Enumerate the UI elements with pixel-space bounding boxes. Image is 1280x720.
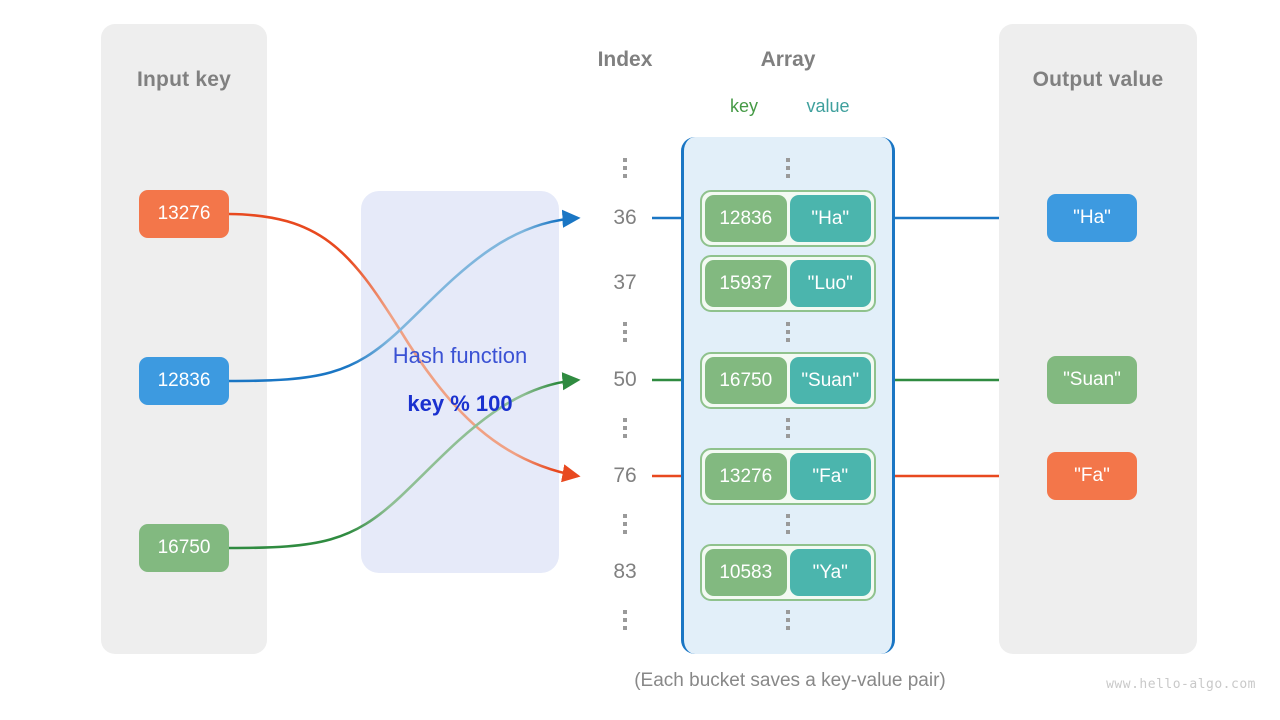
input-key-label: 12836: [157, 370, 211, 391]
bucket-key-cell: 12836: [705, 195, 787, 242]
output-value-pill-ha[interactable]: "Ha": [1047, 194, 1137, 242]
bucket-value-cell: "Ya": [789, 549, 871, 596]
output-value-pill-suan[interactable]: "Suan": [1047, 356, 1137, 404]
array-bucket-37[interactable]: 15937 "Luo": [700, 255, 876, 312]
hash-function-formula: key % 100: [407, 391, 513, 416]
index-ellipsis-top: [620, 158, 630, 178]
input-key-pill-16750[interactable]: 16750: [139, 524, 229, 572]
index-ellipsis-2: [620, 322, 630, 342]
input-panel-title: Input key: [137, 68, 231, 91]
index-label-76: 76: [613, 464, 637, 487]
index-label-37: 37: [613, 271, 637, 294]
bucket-key-cell: 10583: [705, 549, 787, 596]
index-ellipsis-3: [620, 418, 630, 438]
bucket-key-cell: 15937: [705, 260, 787, 307]
output-value-pill-fa[interactable]: "Fa": [1047, 452, 1137, 500]
index-label-83: 83: [613, 560, 637, 583]
array-bucket-50[interactable]: 16750 "Suan": [700, 352, 876, 409]
diagram-caption: (Each bucket saves a key-value pair): [634, 670, 946, 691]
hash-function-box: [361, 191, 559, 573]
index-label-50: 50: [613, 368, 637, 391]
input-key-pill-12836[interactable]: 12836: [139, 357, 229, 405]
bucket-value-cell: "Fa": [789, 453, 871, 500]
array-value-header: value: [806, 96, 850, 116]
bucket-key-cell: 16750: [705, 357, 787, 404]
array-ellipsis-4: [783, 514, 793, 534]
bucket-value-cell: "Luo": [789, 260, 871, 307]
array-key-header: key: [729, 96, 758, 116]
hash-function-label: Hash function: [392, 343, 528, 368]
array-ellipsis-top: [783, 158, 793, 178]
array-ellipsis-2: [783, 322, 793, 342]
bucket-key-cell: 13276: [705, 453, 787, 500]
bucket-value-cell: "Suan": [789, 357, 871, 404]
output-panel-title: Output value: [1032, 68, 1164, 91]
index-label-36: 36: [613, 206, 637, 229]
input-key-label: 16750: [157, 537, 211, 558]
input-key-label: 13276: [157, 203, 211, 224]
bucket-value-cell: "Ha": [789, 195, 871, 242]
output-value-label: "Suan": [1063, 369, 1121, 390]
array-column-title: Array: [760, 48, 816, 71]
array-bucket-36[interactable]: 12836 "Ha": [700, 190, 876, 247]
output-value-panel: Output value: [999, 24, 1197, 654]
index-column-title: Index: [597, 48, 653, 71]
input-key-pill-13276[interactable]: 13276: [139, 190, 229, 238]
array-ellipsis-bottom: [783, 610, 793, 630]
index-ellipsis-bottom: [620, 610, 630, 630]
array-bucket-83[interactable]: 10583 "Ya": [700, 544, 876, 601]
array-ellipsis-3: [783, 418, 793, 438]
output-value-label: "Fa": [1074, 465, 1110, 486]
output-value-label: "Ha": [1073, 207, 1111, 228]
array-bucket-76[interactable]: 13276 "Fa": [700, 448, 876, 505]
index-ellipsis-4: [620, 514, 630, 534]
watermark: www.hello-algo.com: [1106, 677, 1256, 692]
